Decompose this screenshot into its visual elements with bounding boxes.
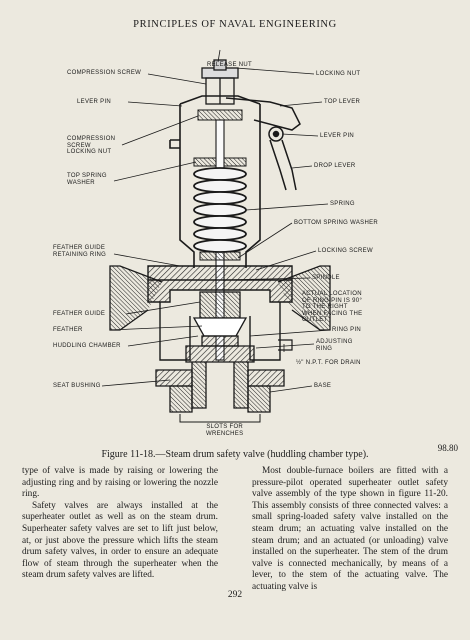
paragraph: Most double-furnace boilers are fitted w…	[252, 466, 448, 592]
label-top-lever: TOP LEVER	[324, 99, 361, 105]
text-column-right: Most double-furnace boilers are fitted w…	[252, 466, 448, 594]
figure-caption: Figure 11-18.—Steam drum safety valve (h…	[101, 449, 369, 460]
slots-bracket	[179, 414, 261, 423]
label-feather-guide-retaining-ring: FEATHER GUIDE RETAINING RING	[53, 245, 107, 258]
label-locking-screw: LOCKING SCREW	[318, 248, 373, 254]
valve-drawing	[101, 49, 331, 423]
label-feather-guide: FEATHER GUIDE	[53, 311, 106, 317]
paragraph: Safety valves are always installed at th…	[22, 500, 218, 581]
label-compression-screw: COMPRESSION SCREW	[67, 70, 142, 76]
label-feather: FEATHER	[53, 327, 83, 333]
label-adjusting-ring: ADJUSTING RING	[316, 339, 353, 352]
label-actual-location-note: ACTUAL LOCATION OF RING PIN IS 90° TO TH…	[302, 291, 363, 324]
label-ring-pin: RING PIN	[332, 327, 362, 333]
drain-fitting	[278, 339, 293, 351]
nozzle	[185, 345, 255, 409]
figure-number: 98.80	[437, 443, 458, 453]
safety-valve-figure: RELEASE NUT COMPRESSION SCREW LOCKING NU…	[30, 40, 460, 440]
release-nut	[201, 59, 239, 105]
label-slots-for-wrenches: SLOTS FOR WRENCHES	[206, 424, 244, 437]
label-top-spring-washer: TOP SPRING WASHER	[67, 173, 107, 186]
valve-body	[147, 265, 293, 361]
page-number: 292	[227, 590, 243, 600]
label-compression-screw-locking-nut: COMPRESSION SCREW LOCKING NUT	[67, 136, 116, 156]
label-release-nut: RELEASE NUT	[207, 62, 252, 68]
leader-lines	[101, 49, 331, 393]
top-lever	[225, 97, 301, 191]
bottom-spring-washer	[199, 251, 241, 261]
label-lever-pin-left: LEVER PIN	[77, 99, 112, 105]
disc-assembly	[192, 291, 248, 347]
label-seat-bushing: SEAT BUSHING	[53, 383, 101, 389]
label-bottom-spring-washer: BOTTOM SPRING WASHER	[294, 220, 379, 226]
label-drop-lever: DROP LEVER	[314, 163, 356, 169]
label-drain: ½" N.P.T. FOR DRAIN	[296, 360, 361, 366]
label-spring: SPRING	[330, 201, 355, 207]
label-locking-nut: LOCKING NUT	[316, 71, 361, 77]
text-column-left: type of valve is made by raising or lowe…	[22, 466, 218, 582]
outlet	[109, 265, 331, 331]
spring	[193, 167, 247, 253]
compression-screw-locking-nut	[197, 109, 243, 121]
base-flange	[155, 369, 285, 413]
label-base: BASE	[314, 383, 332, 389]
running-header: PRINCIPLES OF NAVAL ENGINEERING	[133, 19, 337, 30]
label-lever-pin-right: LEVER PIN	[320, 133, 355, 139]
label-huddling-chamber: HUDDLING CHAMBER	[53, 343, 121, 349]
label-spindle: SPINDLE	[312, 275, 340, 281]
paragraph: type of valve is made by raising or lowe…	[22, 466, 218, 500]
